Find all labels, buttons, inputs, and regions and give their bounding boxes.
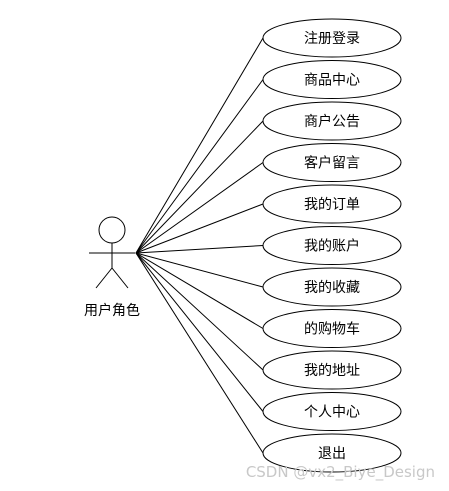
actor-head [98,216,126,244]
use-case-label: 我的订单 [304,197,360,213]
use-case: 客户留言 [262,143,402,182]
actor-left-leg [95,267,113,289]
association-line [135,79,264,254]
use-case: 商品中心 [262,60,402,99]
actor-label: 用户角色 [84,302,140,319]
association-line [135,252,264,454]
association-line [135,245,264,254]
association-line [135,162,264,254]
association-line [135,252,264,329]
use-case-label: 我的收藏 [304,280,360,296]
use-case-ellipse [262,18,402,58]
use-case-ellipse [262,226,402,265]
use-case: 个人中心 [262,392,402,431]
use-case: 我的收藏 [262,267,402,307]
use-case-ellipse [262,184,402,224]
association-line [135,37,264,254]
use-case-label: 注册登录 [304,31,360,47]
use-case: 退出 [262,433,402,473]
use-case-label: 我的账户 [304,238,360,255]
use-case-label: 商户公告 [304,113,360,130]
use-case: 商户公告 [262,101,402,141]
use-case-ellipse [262,433,402,473]
use-case: 的购物车 [262,309,402,348]
use-case-label: 客户留言 [304,155,360,172]
use-case-ellipse [262,60,402,99]
actor-right-leg [111,267,129,289]
actor: 用户角色 [84,216,140,319]
use-case-ellipse [262,350,402,390]
association-line [135,252,264,288]
use-case-label: 我的地址 [304,363,360,379]
use-case: 我的地址 [262,350,402,390]
use-case-label: 个人中心 [304,405,360,421]
association-line [135,252,264,412]
use-case-label: 的购物车 [304,321,360,338]
association-line [135,252,264,371]
use-case-label: 退出 [318,446,346,462]
use-case: 注册登录 [262,18,402,58]
use-case-ellipse [262,101,402,141]
use-case-ellipse [262,392,402,431]
use-case: 我的账户 [262,226,402,265]
watermark: CSDN @vx2_Biye_Design [246,463,435,482]
use-case-ellipse [262,267,402,307]
association-lines [135,37,264,454]
use-case-ellipse [262,309,402,348]
association-line [135,203,264,254]
use-case-label: 商品中心 [304,73,360,89]
use-case: 我的订单 [262,184,402,224]
use-case-ellipse [262,143,402,182]
use-case-list: 注册登录商品中心商户公告客户留言我的订单我的账户我的收藏的购物车我的地址个人中心… [262,18,402,473]
association-line [135,120,264,254]
